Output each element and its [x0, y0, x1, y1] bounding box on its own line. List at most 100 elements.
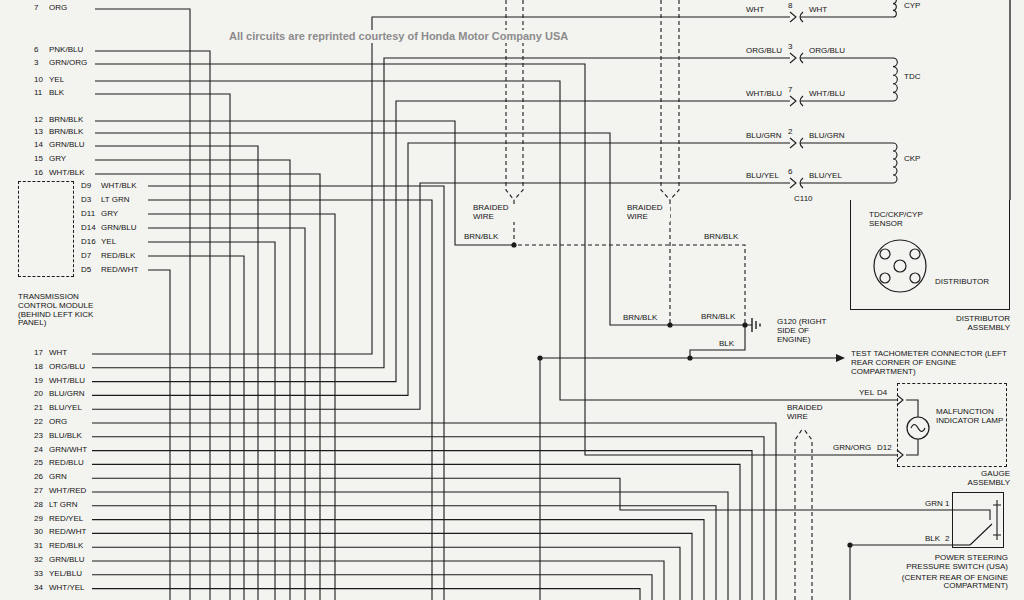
braided-shield-line	[670, 0, 679, 200]
wire-color: RED/WHT	[48, 528, 87, 537]
wire-color: GRN/WHT	[48, 446, 88, 455]
part-outline	[907, 417, 929, 439]
wire-color: GRN/ORG	[832, 444, 872, 453]
braided-shield-line	[803, 428, 812, 600]
component-name: TEST TACHOMETER CONNECTOR (LEFT REAR COR…	[850, 350, 1014, 376]
component-symbol	[790, 138, 796, 148]
wire	[148, 242, 275, 600]
node-caption: DISTRIBUTOR ASSEMBLY	[937, 315, 1011, 333]
wire-color: BRN/BLK	[700, 313, 736, 322]
wire-color: ORG/BLU	[808, 47, 846, 56]
pin-number: 7	[33, 4, 39, 13]
connector-id: C110	[793, 195, 814, 204]
wire-color: ORG/BLU	[745, 47, 783, 56]
wire	[92, 437, 764, 600]
wire-color: WHT/YEL	[48, 584, 86, 593]
wire-color: ORG	[48, 4, 68, 13]
part-outline	[910, 273, 920, 283]
coil-name: TDC	[903, 73, 921, 82]
wire	[92, 17, 790, 354]
pin-number: 1	[944, 500, 950, 509]
braided-shield-line	[661, 0, 670, 200]
wire	[92, 520, 704, 600]
wire-color: BRN/BLK	[48, 128, 84, 137]
pin-number: 6	[787, 168, 793, 177]
wire-color: WHT	[745, 6, 765, 15]
part-outline	[880, 249, 890, 259]
pin-number: 25	[33, 459, 44, 468]
wire	[92, 547, 680, 600]
pin-number: D16	[80, 238, 97, 247]
wire-color: BLU/GRN	[808, 132, 846, 141]
pin-number: 21	[33, 404, 44, 413]
wire	[148, 200, 432, 600]
wire	[92, 506, 716, 600]
component-name: TDC/CKP/CYP SENSOR	[868, 211, 945, 229]
wire	[92, 575, 652, 600]
wire	[92, 58, 790, 368]
wire	[800, 142, 893, 143]
wire	[95, 64, 897, 455]
wire	[92, 423, 776, 600]
pin-number: 15	[33, 155, 44, 164]
pin-number: D4	[876, 389, 888, 398]
coil-name: CKP	[903, 155, 921, 164]
pin-number: 28	[33, 501, 44, 510]
wire-color: WHT/BLU	[745, 90, 783, 99]
pin-number: 12	[33, 116, 44, 125]
component-symbol	[893, 0, 896, 17]
node-caption: GAUGE ASSEMBLY	[945, 470, 1011, 488]
wire-color: RED/BLK	[100, 252, 136, 261]
wire-color: GRN	[924, 500, 944, 509]
wire-color: YEL	[100, 238, 117, 247]
pin-number: 3	[33, 59, 39, 68]
pin-number: D9	[80, 182, 92, 191]
component-symbol	[911, 425, 925, 432]
wire-color: BLU/GRN	[48, 390, 86, 399]
wire-color: PNK/BLU	[48, 46, 84, 55]
pin-number: 10	[33, 76, 44, 85]
wire-color: WHT/BLU	[48, 377, 86, 386]
coil-name: CYP	[903, 2, 921, 11]
wire	[148, 228, 305, 600]
wire-color: BLU/BLK	[48, 432, 83, 441]
component-symbol	[790, 96, 796, 106]
component-symbol	[790, 53, 796, 63]
wire-color: BLU/YEL	[808, 172, 843, 181]
wire-color: RED/YEL	[48, 515, 84, 524]
wire	[906, 439, 918, 455]
wire-color: WHT/BLU	[808, 90, 846, 99]
pin-number: 18	[33, 363, 44, 372]
wire	[92, 561, 664, 600]
wire	[148, 256, 244, 600]
wire	[800, 182, 893, 183]
pin-number: 22	[33, 418, 44, 427]
wire-color: BLK	[924, 535, 941, 544]
pin-number: 32	[33, 556, 44, 565]
component-symbol	[800, 12, 803, 22]
wire-color: GRN/BLU	[100, 224, 138, 233]
pin-number: 2	[787, 128, 793, 137]
switch-box: POWER STEERING PRESSURE SWITCH (USA)(CEN…	[952, 492, 1004, 548]
splice-dot	[667, 322, 672, 327]
pin-number: 13	[33, 128, 44, 137]
wire	[95, 160, 290, 600]
wire-color: WHT	[808, 6, 828, 15]
braided-shield-line	[514, 200, 745, 325]
wire-color: YEL	[858, 389, 875, 398]
wire-color: BRN/BLK	[622, 314, 658, 323]
wire	[800, 16, 893, 17]
wire-color: GRN	[48, 473, 68, 482]
pin-number: 29	[33, 515, 44, 524]
wire	[92, 451, 752, 600]
wire-color: BLU/YEL	[48, 404, 83, 413]
wire	[92, 183, 790, 409]
wire	[759, 324, 760, 327]
wire-note: BRAIDED WIRE	[626, 204, 670, 222]
wire	[92, 589, 640, 600]
splice-dot	[511, 242, 516, 247]
pin-number: 8	[787, 2, 793, 11]
component-symbol	[790, 12, 796, 22]
wire	[970, 524, 992, 545]
